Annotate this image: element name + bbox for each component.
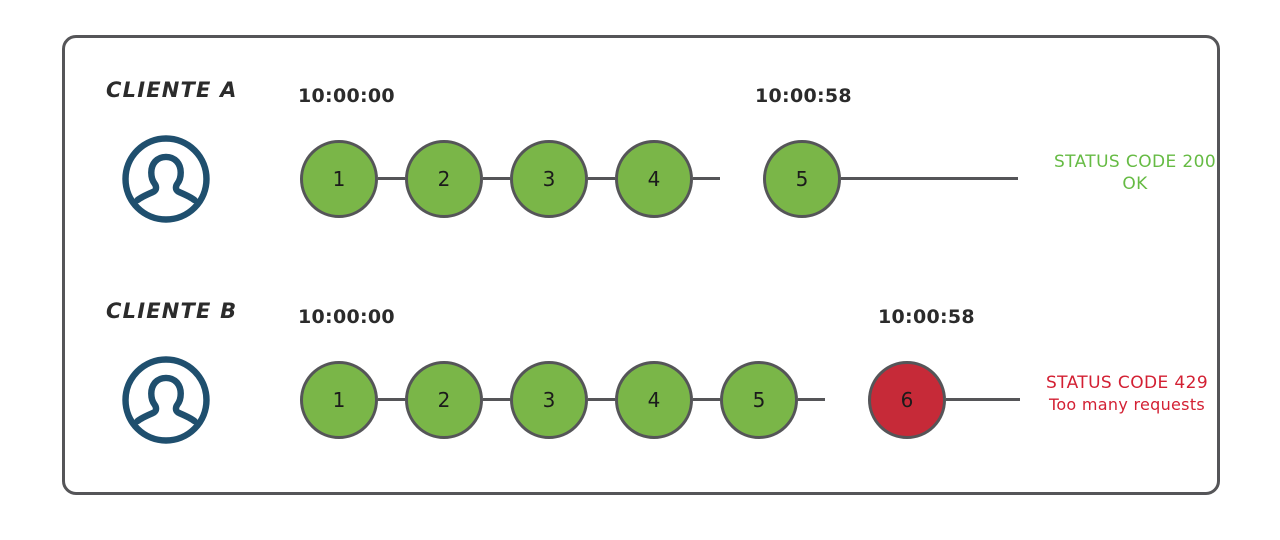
request-node-blocked[interactable]: 6	[868, 361, 946, 439]
request-node-label: 5	[795, 167, 809, 191]
request-node[interactable]: 3	[510, 361, 588, 439]
connector-b-4	[693, 398, 720, 401]
status-message-b: STATUS CODE 429 Too many requests	[1012, 373, 1242, 415]
connector-a-tail	[841, 177, 1018, 180]
request-node[interactable]: 5	[763, 140, 841, 218]
connector-b-tail	[946, 398, 1020, 401]
request-node-label: 6	[900, 388, 914, 412]
request-node[interactable]: 4	[615, 361, 693, 439]
timestamp-start-a: 10:00:00	[298, 85, 395, 107]
request-node[interactable]: 2	[405, 361, 483, 439]
connector-b-2	[483, 398, 510, 401]
status-code-b: STATUS CODE 429	[1045, 373, 1209, 393]
request-node[interactable]: 2	[405, 140, 483, 218]
connector-a-1	[378, 177, 405, 180]
status-code-a: STATUS CODE 200	[1053, 152, 1217, 172]
timestamp-end-a: 10:00:58	[755, 85, 852, 107]
user-avatar-icon	[120, 133, 212, 225]
client-label-a: CLIENTE A	[106, 78, 238, 102]
request-node-label: 3	[542, 167, 556, 191]
status-message-a: STATUS CODE 200 OK	[1020, 152, 1250, 196]
request-node-label: 5	[752, 388, 766, 412]
timestamp-start-b: 10:00:00	[298, 306, 395, 328]
request-node-label: 1	[332, 167, 346, 191]
request-node-label: 3	[542, 388, 556, 412]
connector-b-5	[798, 398, 825, 401]
request-node-label: 1	[332, 388, 346, 412]
request-track-a: 1 2 3 4 5	[0, 0, 1280, 221]
connector-a-3	[588, 177, 615, 180]
user-avatar-icon	[120, 354, 212, 446]
request-node[interactable]: 5	[720, 361, 798, 439]
connector-a-4	[693, 177, 720, 180]
connector-a-2	[483, 177, 510, 180]
request-track-b: 1 2 3 4 5 6	[0, 221, 1280, 442]
request-node-label: 4	[647, 388, 661, 412]
request-node[interactable]: 1	[300, 361, 378, 439]
request-node-label: 4	[647, 167, 661, 191]
status-text-b: Too many requests	[1048, 394, 1206, 414]
request-node-label: 2	[437, 388, 451, 412]
request-node-label: 2	[437, 167, 451, 191]
timestamp-end-b: 10:00:58	[878, 306, 975, 328]
request-node[interactable]: 1	[300, 140, 378, 218]
request-node[interactable]: 3	[510, 140, 588, 218]
request-node[interactable]: 4	[615, 140, 693, 218]
connector-b-3	[588, 398, 615, 401]
client-label-b: CLIENTE B	[106, 299, 238, 323]
connector-b-1	[378, 398, 405, 401]
status-text-a: OK	[1122, 173, 1148, 194]
